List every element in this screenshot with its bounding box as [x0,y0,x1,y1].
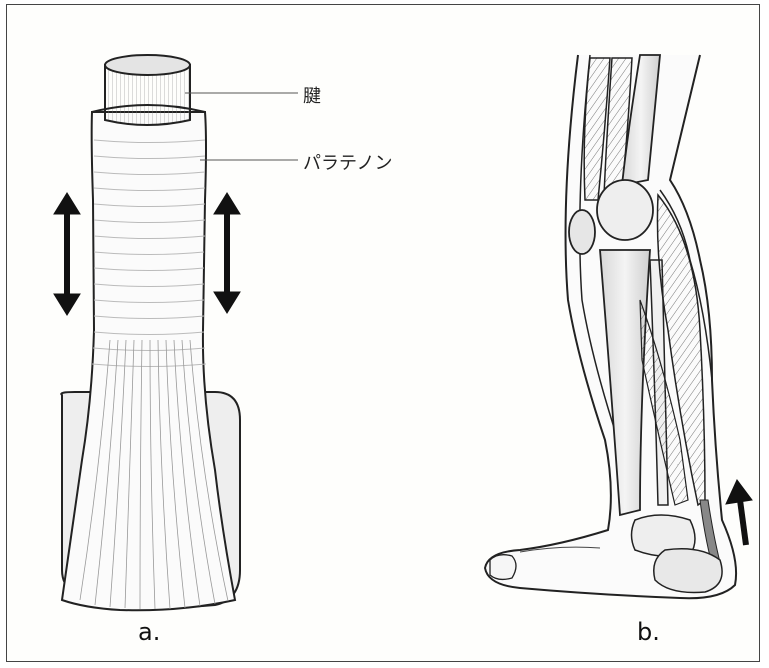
right-double-arrow [214,193,240,313]
panel-b-drawing [485,55,752,598]
paratenon-label: パラテノン [303,149,392,175]
panel-a-drawing [54,55,298,610]
calcaneus-bone [654,549,722,593]
panel-b-caption: b. [637,618,660,646]
left-double-arrow [54,193,80,315]
panel-a-caption: a. [138,618,160,646]
tendon-label: 腱 [303,82,321,108]
paratenon-sheath [62,112,235,610]
achilles-pull-arrow [726,480,752,545]
toe-outline [490,555,516,580]
